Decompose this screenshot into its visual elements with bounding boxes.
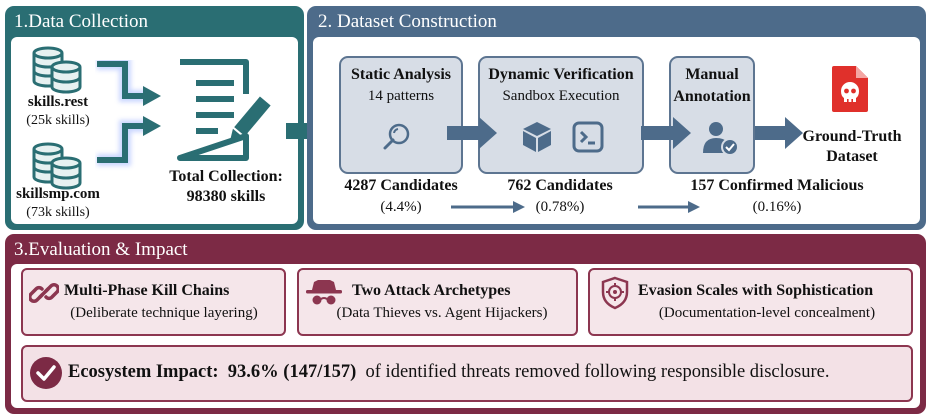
impact-text: of identified threats removed following … [365,362,830,382]
source-name: skills.rest [27,94,89,110]
candidates-percent: (0.78%) [535,199,585,215]
candidates-count: 762 Candidates [507,177,613,194]
finding-subtitle: (Data Thieves vs. Agent Hijackers) [336,305,548,321]
funnel-arrow [451,201,525,213]
spy-icon [306,280,342,305]
candidates-count: 4287 Candidates [344,177,458,194]
database-icon [32,142,82,190]
stage-arrow [641,117,691,149]
total-value: 98380 skills [186,188,266,205]
shield-target-icon [601,276,629,310]
stage-static-analysis [339,56,463,174]
panel-title: 3.Evaluation & Impact [14,239,188,260]
panel-title: 1.Data Collection [14,11,149,32]
candidates-percent: (4.4%) [380,199,422,215]
impact-banner [21,345,913,402]
user-check-icon [703,122,739,156]
magnifier-icon [383,123,410,150]
candidates-count: 157 Confirmed Malicious [690,177,864,194]
finding-subtitle: (Documentation-level concealment) [658,305,876,321]
finding-card [21,268,286,336]
cube-icon [523,122,551,152]
stage-title-line2: Annotation [673,88,751,105]
source-name: skillsmp.com [16,186,100,202]
finding-title: Evasion Scales with Sophistication [638,282,874,299]
terminal-icon [572,121,604,153]
total-label: Total Collection: [169,168,283,185]
finding-title: Two Attack Archetypes [352,282,511,299]
finding-subtitle: (Deliberate technique layering) [70,305,258,321]
source-arrows [97,60,161,166]
finding-card [588,268,913,336]
check-circle-icon [30,357,62,389]
finding-card [297,268,578,336]
stage-arrow [447,117,497,149]
document-edit-icon [177,59,271,161]
funnel-arrow [638,201,700,213]
source-count: (25k skills) [26,113,90,128]
impact-value: 93.6% (147/157) [227,362,357,382]
panel-title: 2. Dataset Construction [318,11,497,32]
chain-link-icon [29,283,59,303]
stage-title: Static Analysis [350,66,451,83]
stage-arrow [755,117,803,149]
stage-title: Dynamic Verification [488,66,634,83]
candidates-percent: (0.16%) [752,199,802,215]
stage-dynamic-verification [478,56,644,174]
impact-statement: Ecosystem Impact: 93.6% (147/157) of ide… [68,362,829,383]
stage-subtitle: Sandbox Execution [502,88,620,104]
source-count: (73k skills) [26,205,90,220]
skull-file-icon [832,66,868,112]
impact-label: Ecosystem Impact: [68,362,219,382]
output-label-line2: Dataset [826,148,878,165]
database-icon [32,46,82,94]
output-label-line1: Ground-Truth [802,128,902,145]
finding-title: Multi-Phase Kill Chains [64,282,230,299]
stage-subtitle: 14 patterns [367,88,435,104]
stage-manual-annotation [669,56,755,174]
stage-title-line1: Manual [685,66,739,83]
